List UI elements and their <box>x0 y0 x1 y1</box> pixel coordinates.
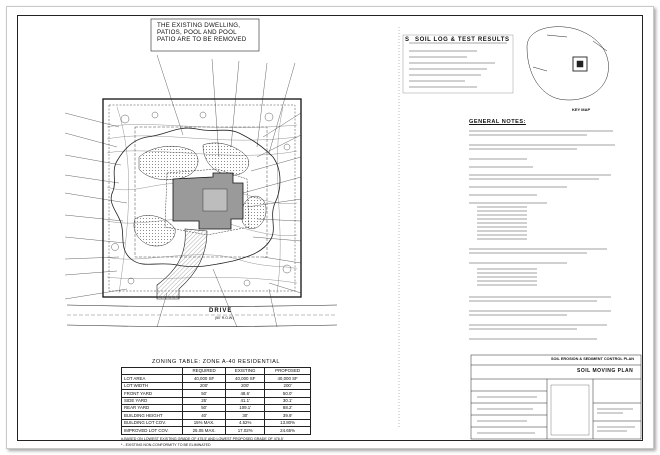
proposed-dwelling <box>172 172 244 230</box>
table-row: BUILDING LOT COV. 15% MAX. 4.52% 13.80% <box>121 418 311 428</box>
zoning-cell: 24.65% <box>264 426 311 435</box>
zoning-cell: 109.1' <box>225 403 266 413</box>
zoning-cell: 4.52% <box>225 418 266 428</box>
zoning-table-title: ZONING TABLE: ZONE A-40 RESIDENTIAL <box>152 359 280 365</box>
zoning-cell: 48.6' <box>225 389 266 398</box>
zoning-cell: 41.1' <box>225 396 266 405</box>
zoning-cell: 30.1' <box>264 396 311 405</box>
zoning-cell: LOT WIDTH <box>121 381 183 391</box>
drive-label: DRIVE <box>209 308 233 314</box>
zoning-header-cell: EXISTING <box>225 366 266 376</box>
zoning-cell: SIDE YARD <box>121 396 183 405</box>
zoning-cell: IMPROVED LOT COV. <box>121 426 183 435</box>
table-row: SIDE YARD 25' 41.1' 30.1' <box>121 396 311 405</box>
table-row: FRONT YARD 50' 48.6' 50.0' <box>121 389 311 398</box>
general-notes-title: GENERAL NOTES: <box>469 119 526 125</box>
key-map-label: KEY MAP <box>572 107 591 112</box>
zoning-cell: 25' <box>181 396 227 405</box>
site-plan-drawing <box>64 18 642 440</box>
zoning-cell: 50.0' <box>264 389 311 398</box>
driveway <box>156 228 208 300</box>
zoning-cell: 30' <box>225 411 266 420</box>
key-map-drawing <box>526 26 609 101</box>
table-row: REAR YARD 50' 109.1' 88.2' <box>121 403 311 413</box>
zoning-footnote: * - EXISTING NON-CONFORMITY TO BE ELIMIN… <box>121 443 211 448</box>
zoning-header-cell: REQUIRED <box>181 366 227 376</box>
drawing-sheet: THE EXISTING DWELLING, PATIOS, POOL AND … <box>6 6 654 449</box>
zoning-cell: 39.9' <box>264 411 311 420</box>
removal-note: THE EXISTING DWELLING, PATIOS, POOL AND … <box>157 22 247 44</box>
soil-log-number: S <box>405 37 410 43</box>
zoning-cell: 17.02% <box>225 426 266 435</box>
zoning-cell: 40,000 SF <box>181 374 227 383</box>
zoning-cell: 40,000 SF <box>225 374 266 383</box>
table-row: LOT AREA 40,000 SF 40,000 SF 40,000 SF <box>121 374 311 383</box>
zoning-header-cell <box>121 366 183 376</box>
soil-log-title: SOIL LOG & TEST RESULTS <box>415 37 510 43</box>
zoning-cell: 40' <box>181 411 227 420</box>
zoning-cell: 50' <box>181 403 227 413</box>
zoning-cell: FRONT YARD <box>121 389 183 398</box>
title-block-line2: SOIL MOVING PLAN <box>577 368 634 374</box>
table-row: BUILDING HEIGHT 40' 30' 39.9' <box>121 411 311 420</box>
property-boundary <box>102 98 302 298</box>
zoning-cell: 50' <box>181 389 227 398</box>
title-block <box>470 354 642 440</box>
zoning-header-cell: PROPOSED <box>264 366 311 376</box>
zoning-cell: 200' <box>264 381 311 391</box>
drawing-border <box>17 15 643 441</box>
zoning-header-row: REQUIRED EXISTING PROPOSED <box>121 366 311 376</box>
zoning-cell: 200' <box>225 381 266 391</box>
title-block-line1: SOIL EROSION & SEDIMENT CONTROL PLAN <box>551 357 634 361</box>
zoning-cell: 25.05 MAX. <box>181 426 227 435</box>
zoning-cell: 88.2' <box>264 403 311 413</box>
table-row: IMPROVED LOT COV. 25.05 MAX. 17.02% 24.6… <box>121 426 311 435</box>
drive-row-label: (50' R.O.W.) <box>215 316 235 320</box>
zoning-table: ZONING TABLE: ZONE A-40 RESIDENTIAL REQU… <box>121 359 311 448</box>
zoning-footnote: #-BASED ON LOWEST EXISTING GRADE OF 475.… <box>121 436 284 441</box>
zoning-cell: REAR YARD <box>121 403 183 413</box>
limit-of-disturbance <box>110 127 281 268</box>
zoning-cell: BUILDING LOT COV. <box>121 418 183 428</box>
zoning-cell: 40,000 SF <box>264 374 311 383</box>
zoning-cell: 15% MAX. <box>181 418 227 428</box>
table-row: LOT WIDTH 200' 200' 200' <box>121 381 311 391</box>
zoning-cell: LOT AREA <box>121 374 183 383</box>
zoning-cell: 200' <box>181 381 227 391</box>
zoning-cell: 13.80% <box>264 418 311 428</box>
zoning-cell: BUILDING HEIGHT <box>121 411 183 420</box>
